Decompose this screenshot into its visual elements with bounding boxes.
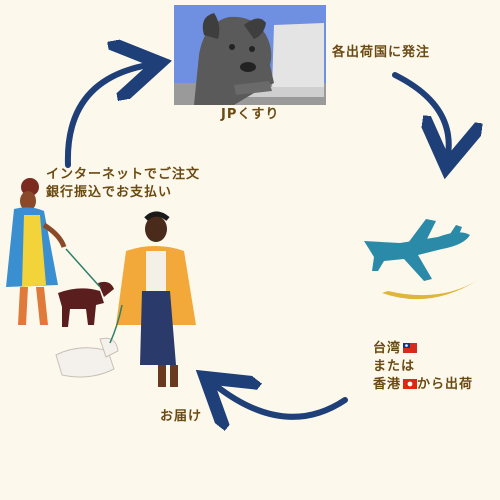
payment-line-bank: 銀行振込でお支払い: [46, 185, 173, 200]
label-jp-kusuri: JPくすり: [221, 107, 280, 122]
people-walking-dogs-illustration: [6, 178, 196, 387]
label-shipping-origin: 台湾 または 香港から出荷: [373, 340, 473, 394]
shipping-line-or: または: [373, 359, 416, 374]
hongkong-flag-icon: [403, 379, 418, 389]
label-delivery: お届け: [160, 409, 203, 424]
arrow-to-shipping-icon: [392, 72, 449, 155]
arrow-to-shop-icon: [64, 65, 148, 168]
arrow-to-delivery-icon: [215, 385, 348, 417]
dog-laptop-photo: [174, 5, 326, 105]
label-order: 各出荷国に発注: [332, 45, 431, 60]
shipping-line-hongkong: 香港から出荷: [373, 377, 474, 392]
airplane-icon: [364, 219, 478, 300]
payment-line-order: インターネットでご注文: [46, 167, 201, 182]
label-payment: インターネットでご注文 銀行振込でお支払い: [46, 166, 200, 202]
shipping-line-taiwan: 台湾: [373, 340, 473, 358]
taiwan-flag-icon: [403, 343, 418, 353]
dog-laptop-illustration: [174, 5, 326, 105]
